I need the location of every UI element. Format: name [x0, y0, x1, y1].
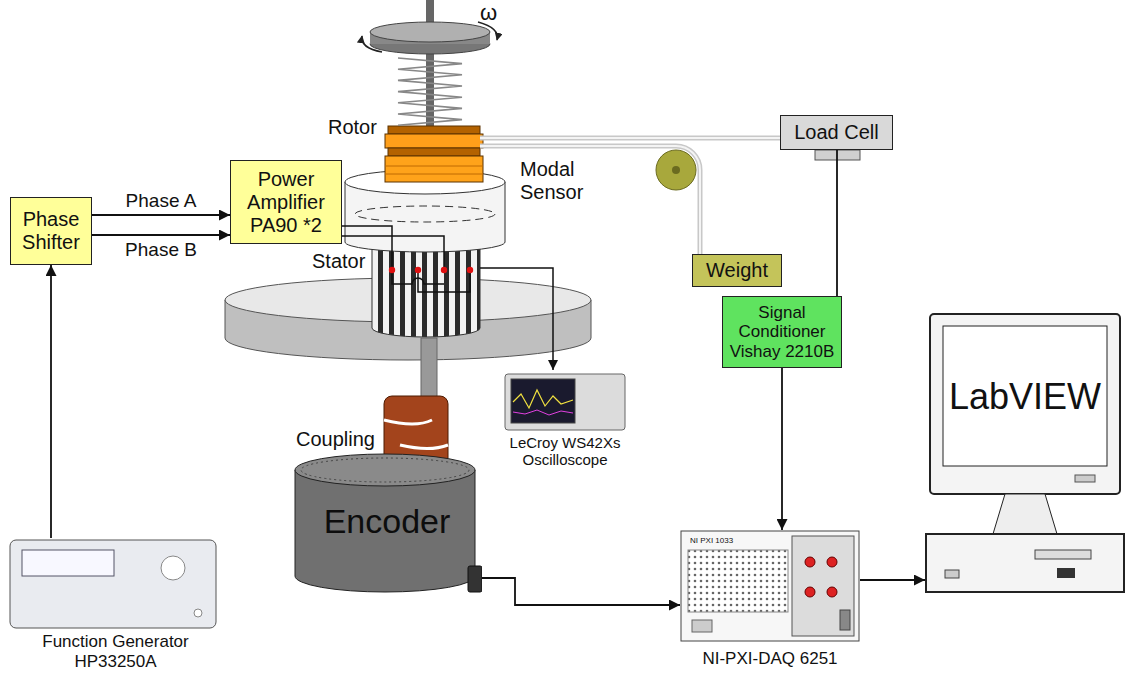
signal-connector [92, 234, 230, 236]
coil-wires [418, 270, 470, 292]
part-label: Rotor [328, 116, 377, 139]
rotor [385, 174, 483, 175]
node-text: Phase Shifter [15, 208, 87, 254]
preload-spring [398, 58, 462, 125]
rotor [385, 156, 483, 182]
node-text: LeCroy WS42Xs Oscilloscope [495, 434, 635, 469]
part-label: Stator [312, 250, 365, 273]
signal-connector [92, 214, 230, 216]
sensor-wire [480, 268, 553, 370]
preload-spring [398, 58, 462, 125]
stator-teeth [372, 240, 480, 337]
conditioner-box: Signal Conditioner Vishay 2210B [722, 296, 842, 368]
stator-housing [355, 206, 495, 222]
lower-shaft [421, 338, 437, 398]
signal-connector [781, 368, 783, 530]
node-text: Signal Conditioner Vishay 2210B [727, 303, 837, 362]
top-disk [370, 22, 490, 54]
electrode-dots [467, 267, 473, 273]
pulley [672, 166, 680, 174]
computer: LabVIEW [925, 312, 1125, 594]
signal-connector [50, 265, 52, 538]
sensor-wire [480, 268, 553, 370]
signal-connector [482, 578, 680, 605]
pulley [656, 150, 696, 190]
electrode-dots [389, 267, 395, 273]
node-text: NI PXI 1033 [680, 536, 860, 545]
cable [480, 146, 700, 254]
daq-chassis: NI PXI 1033NI-PXI-DAQ 6251 [680, 530, 860, 675]
rotor [388, 148, 480, 156]
node-text: NI-PXI-DAQ 6251 [680, 649, 860, 669]
cable [480, 136, 780, 141]
cable [480, 146, 700, 254]
part-label: Modal Sensor [520, 158, 592, 204]
oscilloscope: LeCroy WS42Xs Oscilloscope [495, 372, 635, 477]
coupling [400, 445, 448, 449]
node-text: Encoder [292, 502, 482, 541]
node-text: Load Cell [785, 121, 888, 144]
rotation-symbol: ω [480, 0, 497, 25]
node-text: Power Amplifier PA90 *2 [235, 168, 337, 237]
rotation-arrows [362, 36, 382, 52]
stator-teeth [372, 240, 480, 337]
signal-connector [860, 579, 925, 581]
load-cell-box: Load Cell [780, 115, 893, 150]
edge-label: Phase B [123, 239, 199, 261]
rotor [388, 126, 480, 134]
part-label: Coupling [296, 428, 375, 451]
signal-connector [836, 150, 838, 296]
top-disk [370, 22, 490, 42]
cable [480, 137, 780, 139]
rotor [385, 166, 483, 167]
cable [480, 138, 780, 254]
amplifier-box: Power Amplifier PA90 *2 [230, 160, 342, 244]
coupling [384, 420, 432, 424]
electrode-dots [389, 267, 473, 273]
pulley [656, 150, 696, 190]
function-generator: Function Generator HP33250A [8, 538, 223, 678]
process-box: Phase Shifter [10, 197, 92, 265]
node-text: LabVIEW [925, 376, 1125, 417]
node-text: Function Generator HP33250A [8, 632, 223, 671]
rotation-arrows [362, 22, 498, 52]
node-text: Weight [697, 259, 777, 282]
edge-label: Phase A [124, 190, 199, 212]
rotor [385, 126, 483, 182]
encoder: Encoder [292, 450, 482, 598]
weight-box: Weight [692, 254, 782, 287]
electrode-dots [415, 267, 421, 273]
computer-drawing [925, 312, 1125, 594]
electrode-dots [441, 267, 447, 273]
rotor [385, 134, 483, 148]
